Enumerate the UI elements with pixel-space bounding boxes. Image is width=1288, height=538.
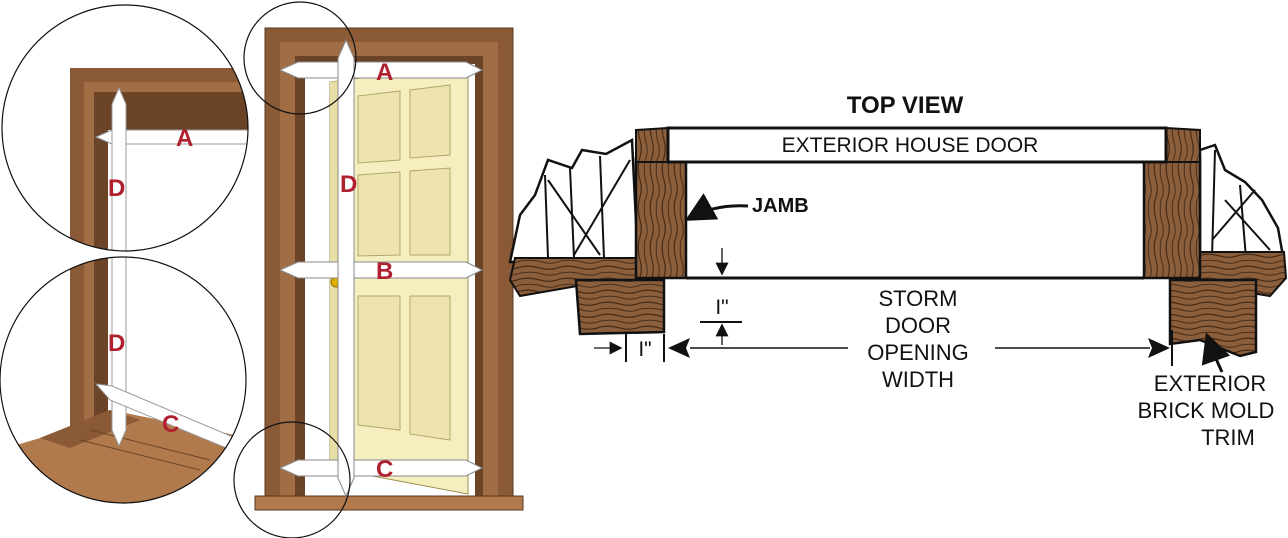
- label-c-zoom: C: [162, 411, 179, 438]
- vertical-one-inch-label: I": [715, 296, 728, 319]
- opening-label-line2: DOOR: [885, 313, 951, 338]
- jamb-left: [634, 156, 688, 280]
- brick-mold-trim-right: [1168, 278, 1258, 358]
- measure-arrow-d: [337, 38, 355, 498]
- magnifier-ring-bottom: [233, 421, 351, 538]
- horizontal-one-inch-label: I": [638, 338, 651, 361]
- zoom-circle-bottom: D C: [0, 256, 247, 504]
- opening-label-line1: STORM: [878, 286, 957, 311]
- opening-label-line3: OPENING: [867, 340, 968, 365]
- exterior-house-door-slab: [666, 126, 1168, 164]
- opening-label-line4: WIDTH: [882, 367, 954, 392]
- trim-label-line2: BRICK MOLD: [1138, 398, 1275, 423]
- measure-arrow-d-zoom-top: [111, 86, 127, 251]
- jamb-label: JAMB: [752, 195, 809, 217]
- label-d-zoom-bottom: D: [108, 330, 125, 357]
- exterior-house-door-label: EXTERIOR HOUSE DOOR: [782, 134, 1039, 157]
- measure-arrow-a-zoom: [94, 129, 248, 145]
- label-b: B: [376, 258, 393, 285]
- label-a: A: [376, 59, 393, 86]
- top-view-title: TOP VIEW: [847, 92, 964, 119]
- measure-arrow-b: [278, 261, 484, 279]
- trim-label-line3: TRIM: [1201, 425, 1255, 450]
- label-d-zoom-top: D: [108, 175, 125, 202]
- door-slab: [329, 63, 469, 495]
- measure-arrow-c: [278, 459, 484, 477]
- jamb-right: [1142, 156, 1202, 280]
- door-frame-front: A B C D: [254, 27, 524, 511]
- top-view-diagram: TOP VIEW EXTERIOR HOUSE DOOR JAMB: [508, 92, 1288, 450]
- brick-mold-trim-left: [574, 278, 666, 336]
- measure-arrow-a: [278, 61, 484, 79]
- magnifier-ring-top: [243, 1, 357, 115]
- label-c: C: [376, 456, 393, 483]
- zoom-circle-top: A D: [1, 4, 249, 252]
- trim-label-line1: EXTERIOR: [1154, 371, 1266, 396]
- label-a-zoom: A: [176, 125, 193, 152]
- label-d: D: [340, 171, 357, 198]
